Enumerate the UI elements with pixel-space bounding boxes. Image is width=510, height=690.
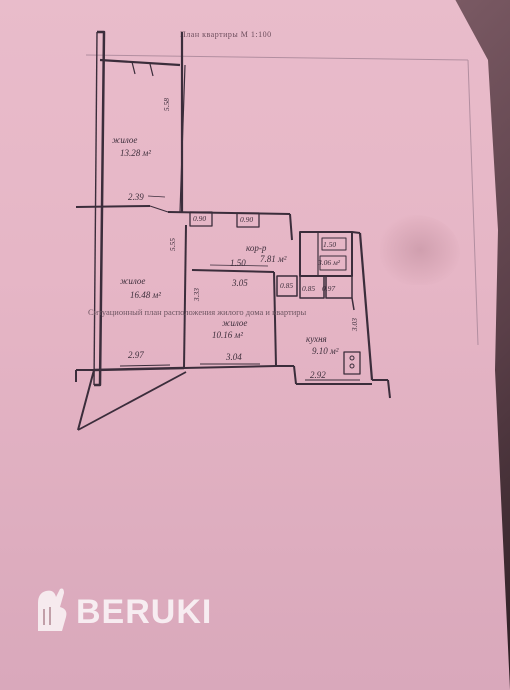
kitchen-name: кухня [306,334,327,344]
living-1-area: 13.28 м² [120,148,151,158]
living-1-name: жилое [112,135,138,145]
water-stain [380,215,460,285]
living-3-name: жилое [222,318,248,328]
bath-area: 3.06 м² [318,258,341,267]
kitchen-width: 2.92 [310,370,326,380]
wc-dim-2: 0.85 [302,284,316,293]
beruki-watermark: BERUKI [32,585,232,645]
hand-logo-icon [38,588,67,631]
living-2-length: 5.55 [168,237,178,252]
situation-plan-caption: Ситуационный план расположения жилого до… [88,307,307,317]
closet-2-dim: 0.90 [240,215,254,224]
bath-dim: 1.50 [323,240,337,249]
corridor-area: 7.81 м² [260,254,287,264]
living-2-name: жилое [120,276,146,286]
corridor-name: кор-р [246,243,267,253]
living-3-length: 3.33 [192,287,202,302]
watermark-text: BERUKI [76,593,213,631]
plan-title: План квартиры М 1:100 [180,30,272,39]
living-2-width: 2.97 [128,350,144,360]
living-3-area: 10.16 м² [212,330,243,340]
living-3-width: 3.04 [226,352,242,362]
wc-area: 0.97 [322,284,336,293]
living-1-length: 5.58 [162,97,172,112]
kitchen-length: 3.03 [350,317,360,332]
kitchen-area: 9.10 м² [312,346,339,356]
wc-dim-1: 0.85 [280,281,294,290]
corridor-dim: 1.50 [230,258,246,268]
closet-1-dim: 0.90 [193,214,207,223]
living-3-top-width: 3.05 [232,278,248,288]
living-1-width: 2.39 [128,192,144,202]
living-2-area: 16.48 м² [130,290,161,300]
